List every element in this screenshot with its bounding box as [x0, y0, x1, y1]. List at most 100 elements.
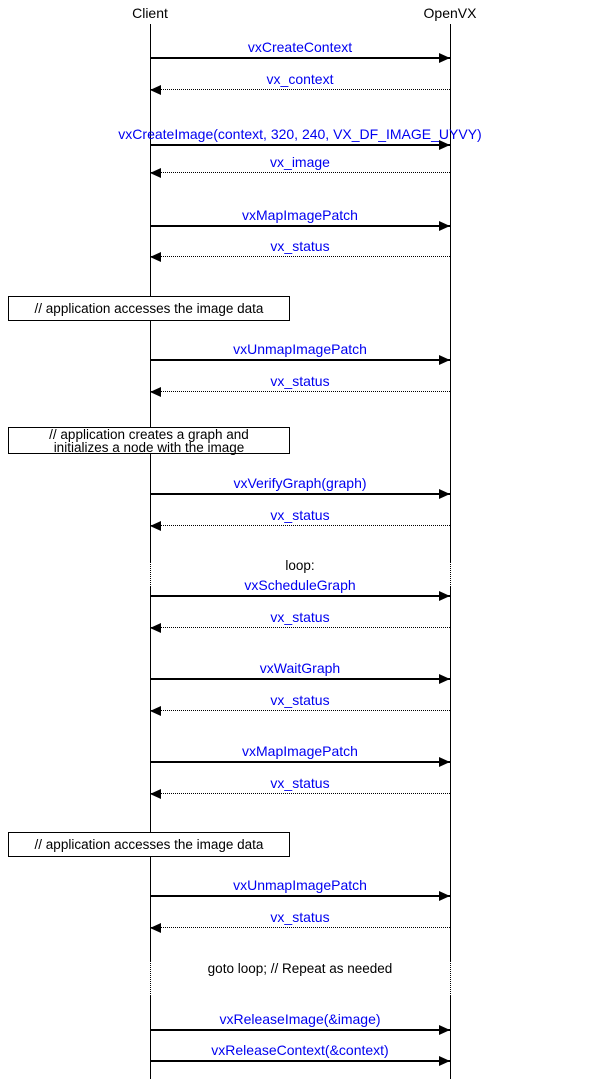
message-label[interactable]: vxMapImagePatch: [242, 743, 358, 759]
message-label[interactable]: vx_status: [270, 609, 330, 625]
return-line: [150, 627, 450, 628]
arrowhead-right-icon: [439, 489, 450, 499]
lifeline-client: [150, 587, 151, 961]
message-label[interactable]: vx_context: [266, 71, 334, 87]
arrowhead-right-icon: [439, 221, 450, 231]
arrowhead-left-icon: [150, 923, 161, 933]
arrowhead-right-icon: [439, 591, 450, 601]
message-label[interactable]: vxVerifyGraph(graph): [233, 475, 367, 491]
lifeline-client-dotted: [150, 562, 151, 587]
return-line: [150, 172, 450, 173]
note-application-creates-graph: // application creates a graph and initi…: [8, 427, 290, 454]
message-label[interactable]: vx_status: [270, 692, 330, 708]
message-vxreleasecontext: vxReleaseContext(&context): [0, 1041, 600, 1066]
message-label[interactable]: vx_status: [270, 238, 330, 254]
arrowhead-right-icon: [439, 1025, 450, 1035]
call-line: [150, 761, 450, 763]
note-application-accesses-image-data: // application accesses the image data: [8, 832, 290, 857]
participant-openvx-label: OpenVX: [423, 5, 477, 21]
message-label[interactable]: vx_status: [270, 373, 330, 389]
loop-label: loop:: [285, 558, 315, 573]
note-application-accesses-image-data: // application accesses the image data: [8, 296, 290, 321]
message-vxcreatecontext: vxCreateContext: [0, 38, 600, 63]
message-vxreleaseimage: vxReleaseImage(&image): [0, 1010, 600, 1035]
note-text-line2: initializes a node with the image: [53, 439, 245, 455]
note-text: // application accesses the image data: [34, 837, 264, 852]
call-line: [150, 1060, 450, 1062]
goto-loop-label: goto loop; // Repeat as needed: [207, 961, 393, 976]
call-line: [150, 595, 450, 597]
message-vxverifygraph: vxVerifyGraph(graph): [0, 474, 600, 499]
message-label[interactable]: vx_status: [270, 909, 330, 925]
message-label[interactable]: vxUnmapImagePatch: [233, 877, 367, 893]
arrowhead-right-icon: [439, 355, 450, 365]
arrowhead-left-icon: [150, 168, 161, 178]
message-label[interactable]: vxScheduleGraph: [244, 577, 356, 593]
message-vx-status-return: vx_status: [0, 691, 600, 716]
message-vxmapimagepatch: vxMapImagePatch: [0, 206, 600, 231]
message-label[interactable]: vxReleaseImage(&image): [219, 1011, 381, 1027]
message-label[interactable]: vx_status: [270, 507, 330, 523]
call-line: [150, 225, 450, 227]
arrowhead-right-icon: [439, 53, 450, 63]
message-vx-status-return: vx_status: [0, 237, 600, 262]
call-line: [150, 895, 450, 897]
message-vx-context-return: vx_context: [0, 70, 600, 95]
message-label[interactable]: vx_status: [270, 775, 330, 791]
message-label[interactable]: vxCreateContext: [247, 39, 353, 55]
message-label[interactable]: vx_image: [270, 154, 330, 170]
arrowhead-right-icon: [439, 891, 450, 901]
message-vxschedulegraph: vxScheduleGraph: [0, 576, 600, 601]
lifeline-client-dotted: [150, 961, 151, 996]
message-vx-image-return: vx_image: [0, 153, 600, 178]
message-vxmapimagepatch: vxMapImagePatch: [0, 742, 600, 767]
call-line: [150, 144, 450, 146]
return-line: [150, 710, 450, 711]
message-vxwaitgraph: vxWaitGraph: [0, 659, 600, 684]
arrowhead-right-icon: [439, 757, 450, 767]
note-text-line1: // application creates a graph and: [49, 427, 249, 442]
lifeline-openvx: [450, 587, 451, 961]
message-vxcreateimage: vxCreateImage(context, 320, 240, VX_DF_I…: [0, 125, 600, 150]
return-line: [150, 89, 450, 90]
lifeline-openvx-dotted: [450, 562, 451, 587]
return-line: [150, 793, 450, 794]
return-line: [150, 927, 450, 928]
lifeline-client: [150, 996, 151, 1079]
arrowhead-right-icon: [439, 674, 450, 684]
return-line: [150, 256, 450, 257]
call-line: [150, 1029, 450, 1031]
arrowhead-left-icon: [150, 85, 161, 95]
note-text: // application accesses the image data: [34, 301, 264, 316]
message-label[interactable]: vxWaitGraph: [259, 660, 341, 676]
return-line: [150, 525, 450, 526]
message-vx-status-return: vx_status: [0, 908, 600, 933]
call-line: [150, 57, 450, 59]
call-line: [150, 493, 450, 495]
arrowhead-left-icon: [150, 623, 161, 633]
message-vxunmapimagepatch: vxUnmapImagePatch: [0, 340, 600, 365]
message-vxunmapimagepatch: vxUnmapImagePatch: [0, 876, 600, 901]
arrowhead-left-icon: [150, 521, 161, 531]
message-label[interactable]: vxUnmapImagePatch: [233, 341, 367, 357]
message-label[interactable]: vxReleaseContext(&context): [211, 1042, 389, 1058]
arrowhead-left-icon: [150, 387, 161, 397]
call-line: [150, 359, 450, 361]
message-vx-status-return: vx_status: [0, 506, 600, 531]
lifeline-client: [150, 24, 151, 562]
arrowhead-right-icon: [439, 1056, 450, 1066]
message-label[interactable]: vxMapImagePatch: [242, 207, 358, 223]
arrowhead-left-icon: [150, 252, 161, 262]
message-label[interactable]: vxCreateImage(context, 320, 240, VX_DF_I…: [118, 126, 482, 142]
lifeline-openvx-dotted: [450, 961, 451, 996]
call-line: [150, 678, 450, 680]
arrowhead-left-icon: [150, 789, 161, 799]
message-vx-status-return: vx_status: [0, 774, 600, 799]
arrowhead-left-icon: [150, 706, 161, 716]
message-vx-status-return: vx_status: [0, 608, 600, 633]
arrowhead-right-icon: [439, 140, 450, 150]
participant-client-label: Client: [132, 5, 168, 21]
message-vx-status-return: vx_status: [0, 372, 600, 397]
lifeline-openvx: [450, 24, 451, 562]
